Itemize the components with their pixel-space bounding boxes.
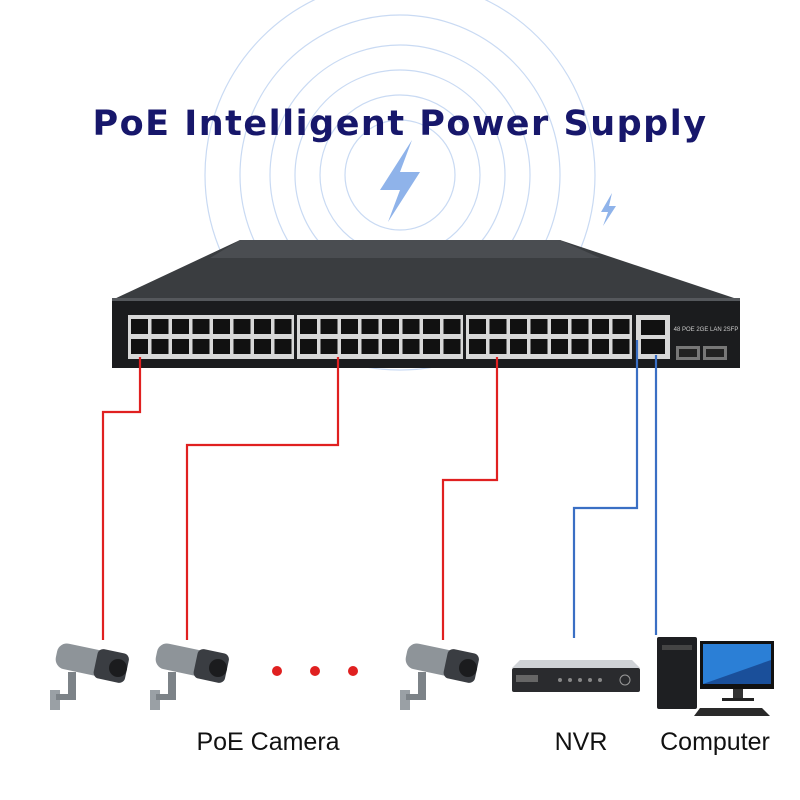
lan-wires [572, 340, 658, 638]
rj45-port [443, 339, 461, 354]
rj45-port [489, 339, 507, 354]
rj45-port [274, 319, 292, 334]
poe-camera-3-icon [400, 643, 479, 710]
rj45-port [469, 339, 486, 354]
rj45-port [192, 319, 210, 334]
rj45-port [131, 339, 148, 354]
rj45-port [612, 319, 630, 334]
poe-wires [101, 357, 499, 640]
rj45-port [192, 339, 210, 354]
rj45-port [571, 339, 589, 354]
more-cameras-dots [272, 666, 358, 676]
wire-camera-3 [441, 357, 499, 640]
rj45-port [172, 339, 189, 354]
rj45-port [300, 339, 317, 354]
rj45-port [551, 319, 568, 334]
rj45-port [489, 319, 507, 334]
computer-icon [657, 637, 774, 716]
rj45-port [612, 339, 630, 354]
rj45-port [254, 319, 271, 334]
rj45-port [233, 319, 251, 334]
wire-camera-2 [185, 357, 340, 640]
rj45-port [469, 319, 486, 334]
wire-nvr [572, 340, 639, 638]
rj45-port [274, 339, 292, 354]
rj45-port [320, 319, 338, 334]
rj45-port [510, 339, 527, 354]
rj45-port [361, 339, 379, 354]
nvr-label: NVR [554, 728, 608, 756]
rj45-port [510, 319, 527, 334]
rj45-port-array [128, 315, 632, 359]
rj45-port [213, 339, 230, 354]
rj45-port [423, 319, 440, 334]
rj45-port [530, 319, 548, 334]
rj45-port [213, 319, 230, 334]
poe-camera-2-icon [150, 643, 229, 710]
rj45-port [571, 319, 589, 334]
rj45-port [402, 339, 420, 354]
rj45-port [382, 339, 399, 354]
rj45-port [233, 339, 251, 354]
rj45-port [530, 339, 548, 354]
rj45-port [361, 319, 379, 334]
rj45-port [131, 319, 148, 334]
rj45-port [402, 319, 420, 334]
rj45-port [423, 339, 440, 354]
rj45-port [341, 319, 358, 334]
rj45-port [551, 339, 568, 354]
rj45-port [254, 339, 271, 354]
small-lightning-icon [601, 193, 616, 226]
rj45-port [592, 339, 609, 354]
rj45-port [300, 319, 317, 334]
rj45-port [341, 339, 358, 354]
rj45-port [443, 319, 461, 334]
poe-camera-1-icon [50, 643, 129, 710]
rj45-port [172, 319, 189, 334]
rj45-port [382, 319, 399, 334]
rj45-port [151, 339, 169, 354]
page-title: PoE Intelligent Power Supply [92, 104, 708, 144]
camera-label: PoE Camera [196, 728, 340, 756]
nvr-icon [512, 660, 640, 692]
computer-label: Computer [660, 728, 770, 756]
switch-model-label: 48 POE 2GE LAN 2SFP [674, 327, 739, 333]
lightning-icon [380, 140, 420, 222]
wire-camera-1 [101, 357, 142, 640]
rj45-port [592, 319, 609, 334]
rj45-port [320, 339, 338, 354]
poe-switch: 48 POE 2GE LAN 2SFP [112, 240, 740, 368]
rj45-port [151, 319, 169, 334]
